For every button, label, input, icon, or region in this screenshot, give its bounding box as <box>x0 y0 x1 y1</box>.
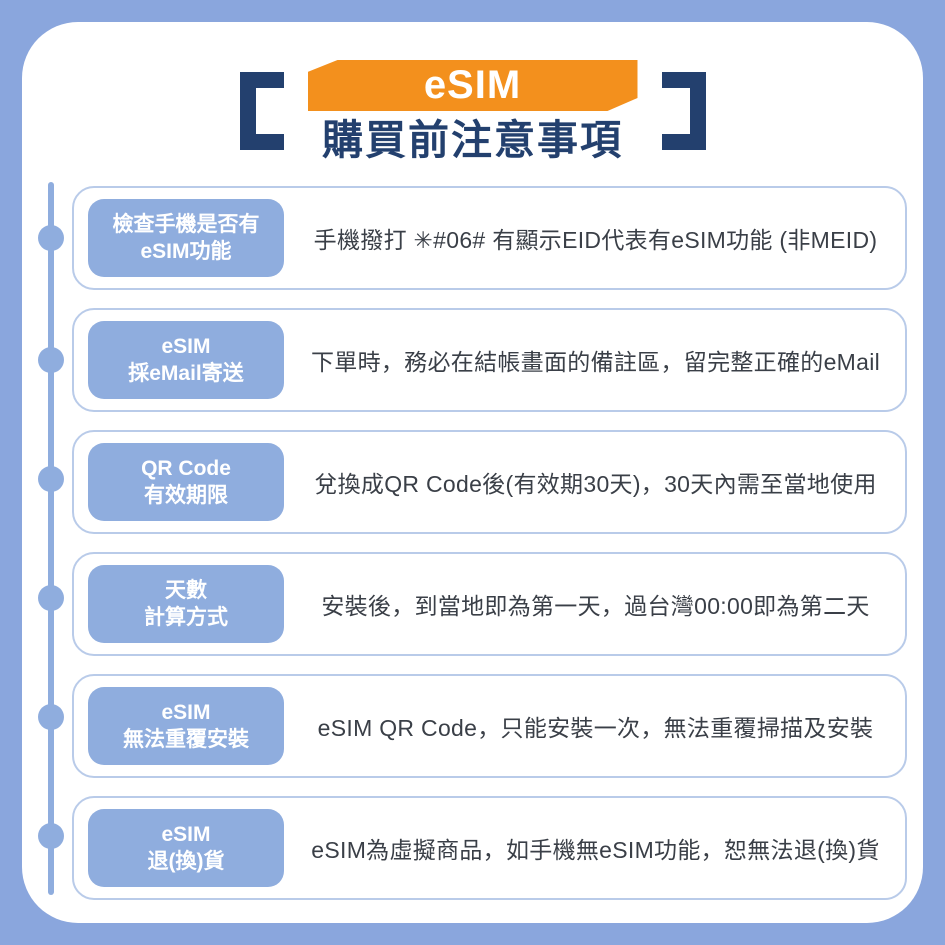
header: eSIM 購買前注意事項 <box>0 34 945 174</box>
notice-row-label-line1: eSIM <box>161 335 211 358</box>
timeline-line <box>48 182 54 895</box>
notice-row: eSIM 採eMail寄送 下單時，務必在結帳畫面的備註區，留完整正確的eMai… <box>72 308 907 412</box>
notice-row-label-line2: 退(換)貨 <box>147 850 225 873</box>
notice-row-label-line1: eSIM <box>161 823 211 846</box>
notice-row-label-line2: eSIM功能 <box>140 240 232 263</box>
notice-row-label-line1: QR Code <box>141 457 231 480</box>
notice-row-label: 檢查手機是否有 eSIM功能 <box>88 199 284 277</box>
timeline-dot <box>38 823 64 849</box>
notice-list: 檢查手機是否有 eSIM功能 手機撥打 ✳#06# 有顯示EID代表有eSIM功… <box>72 186 907 918</box>
notice-row-label: QR Code 有效期限 <box>88 443 284 521</box>
timeline-dot <box>38 466 64 492</box>
notice-row: 天數 計算方式 安裝後，到當地即為第一天，過台灣00:00即為第二天 <box>72 552 907 656</box>
notice-row-text: 手機撥打 ✳#06# 有顯示EID代表有eSIM功能 (非MEID) <box>313 227 878 253</box>
notice-row: 檢查手機是否有 eSIM功能 手機撥打 ✳#06# 有顯示EID代表有eSIM功… <box>72 186 907 290</box>
notice-row-text: eSIM為虛擬商品，如手機無eSIM功能，恕無法退(換)貨 <box>311 837 880 863</box>
left-bracket-icon <box>240 72 284 150</box>
notice-row-label-line1: eSIM <box>161 701 211 724</box>
notice-row-label: eSIM 無法重覆安裝 <box>88 687 284 765</box>
right-bracket-icon <box>662 72 706 150</box>
timeline-dot <box>38 225 64 251</box>
notice-row-label-line2: 有效期限 <box>144 484 228 507</box>
notice-row-text: 兌換成QR Code後(有效期30天)，30天內需至當地使用 <box>314 471 877 497</box>
timeline-dot <box>38 585 64 611</box>
notice-row: eSIM 退(換)貨 eSIM為虛擬商品，如手機無eSIM功能，恕無法退(換)貨 <box>72 796 907 900</box>
page-title: 購買前注意事項 <box>322 117 623 163</box>
notice-row-label-line2: 無法重覆安裝 <box>123 728 249 751</box>
esim-banner: eSIM <box>307 60 638 111</box>
esim-banner-label: eSIM <box>423 63 522 107</box>
notice-row-text: 安裝後，到當地即為第一天，過台灣00:00即為第二天 <box>321 593 870 619</box>
title-block: eSIM 購買前注意事項 <box>300 60 645 166</box>
timeline-dot <box>38 347 64 373</box>
notice-row-label-line2: 採eMail寄送 <box>128 362 244 385</box>
notice-row-label-line1: 檢查手機是否有 <box>112 213 260 236</box>
notice-row-text: eSIM QR Code，只能安裝一次，無法重覆掃描及安裝 <box>317 715 874 741</box>
notice-row: QR Code 有效期限 兌換成QR Code後(有效期30天)，30天內需至當… <box>72 430 907 534</box>
notice-row: eSIM 無法重覆安裝 eSIM QR Code，只能安裝一次，無法重覆掃描及安… <box>72 674 907 778</box>
notice-row-text: 下單時，務必在結帳畫面的備註區，留完整正確的eMail <box>310 349 881 375</box>
notice-row-label-line1: 天數 <box>165 579 207 602</box>
timeline-dot <box>38 704 64 730</box>
notice-row-label: 天數 計算方式 <box>88 565 284 643</box>
notice-row-label-line2: 計算方式 <box>144 606 228 629</box>
notice-row-label: eSIM 採eMail寄送 <box>88 321 284 399</box>
notice-row-label: eSIM 退(換)貨 <box>88 809 284 887</box>
